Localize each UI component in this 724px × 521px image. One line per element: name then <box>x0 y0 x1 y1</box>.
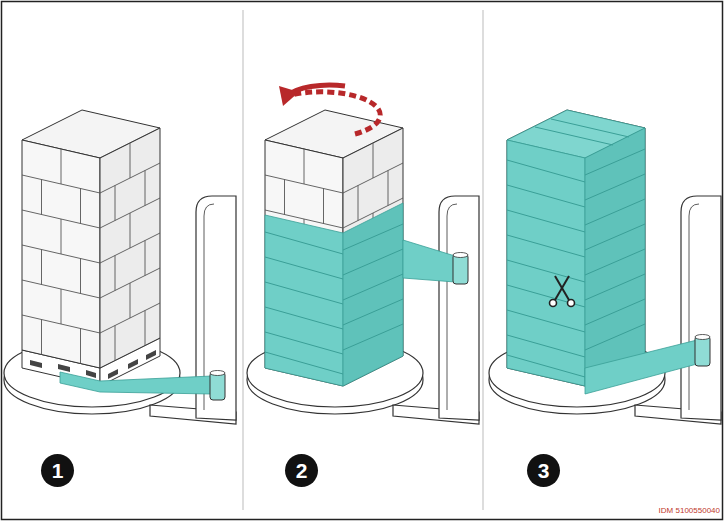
film-roll <box>453 254 468 284</box>
pallet-load <box>22 110 160 386</box>
panel-step-3 <box>489 110 721 424</box>
panel-divider <box>243 10 244 510</box>
film-wrap-right <box>343 203 403 386</box>
rotation-arrowhead <box>279 86 299 106</box>
film-roll-top <box>453 253 468 258</box>
film-band <box>403 240 455 282</box>
rotation-arrow-dashed <box>287 92 380 134</box>
film-layers <box>507 119 645 377</box>
pallet-load <box>507 110 645 386</box>
scissors-symbol <box>550 276 575 307</box>
step-number-circle: 1 <box>41 454 74 487</box>
panel-step-2 <box>247 85 479 424</box>
step-number: 2 <box>296 460 308 481</box>
pallet-load <box>265 110 403 386</box>
film-layers <box>265 224 403 374</box>
film-band <box>60 372 212 394</box>
wrapper-machine <box>247 196 479 424</box>
film-roll <box>695 336 710 366</box>
document-id: IDM 5100550040 <box>659 506 720 515</box>
step-number-circle: 3 <box>527 454 560 487</box>
film-band <box>585 340 697 394</box>
step-number: 3 <box>538 460 550 481</box>
film-wrap-right <box>585 128 645 386</box>
film-roll-top <box>695 335 710 340</box>
film-roll-top <box>210 371 225 376</box>
panel-divider <box>483 10 484 510</box>
panel-step-1 <box>4 110 236 424</box>
step-number: 1 <box>52 460 64 481</box>
step-number-circle: 2 <box>285 454 318 487</box>
film-roll <box>210 372 225 400</box>
